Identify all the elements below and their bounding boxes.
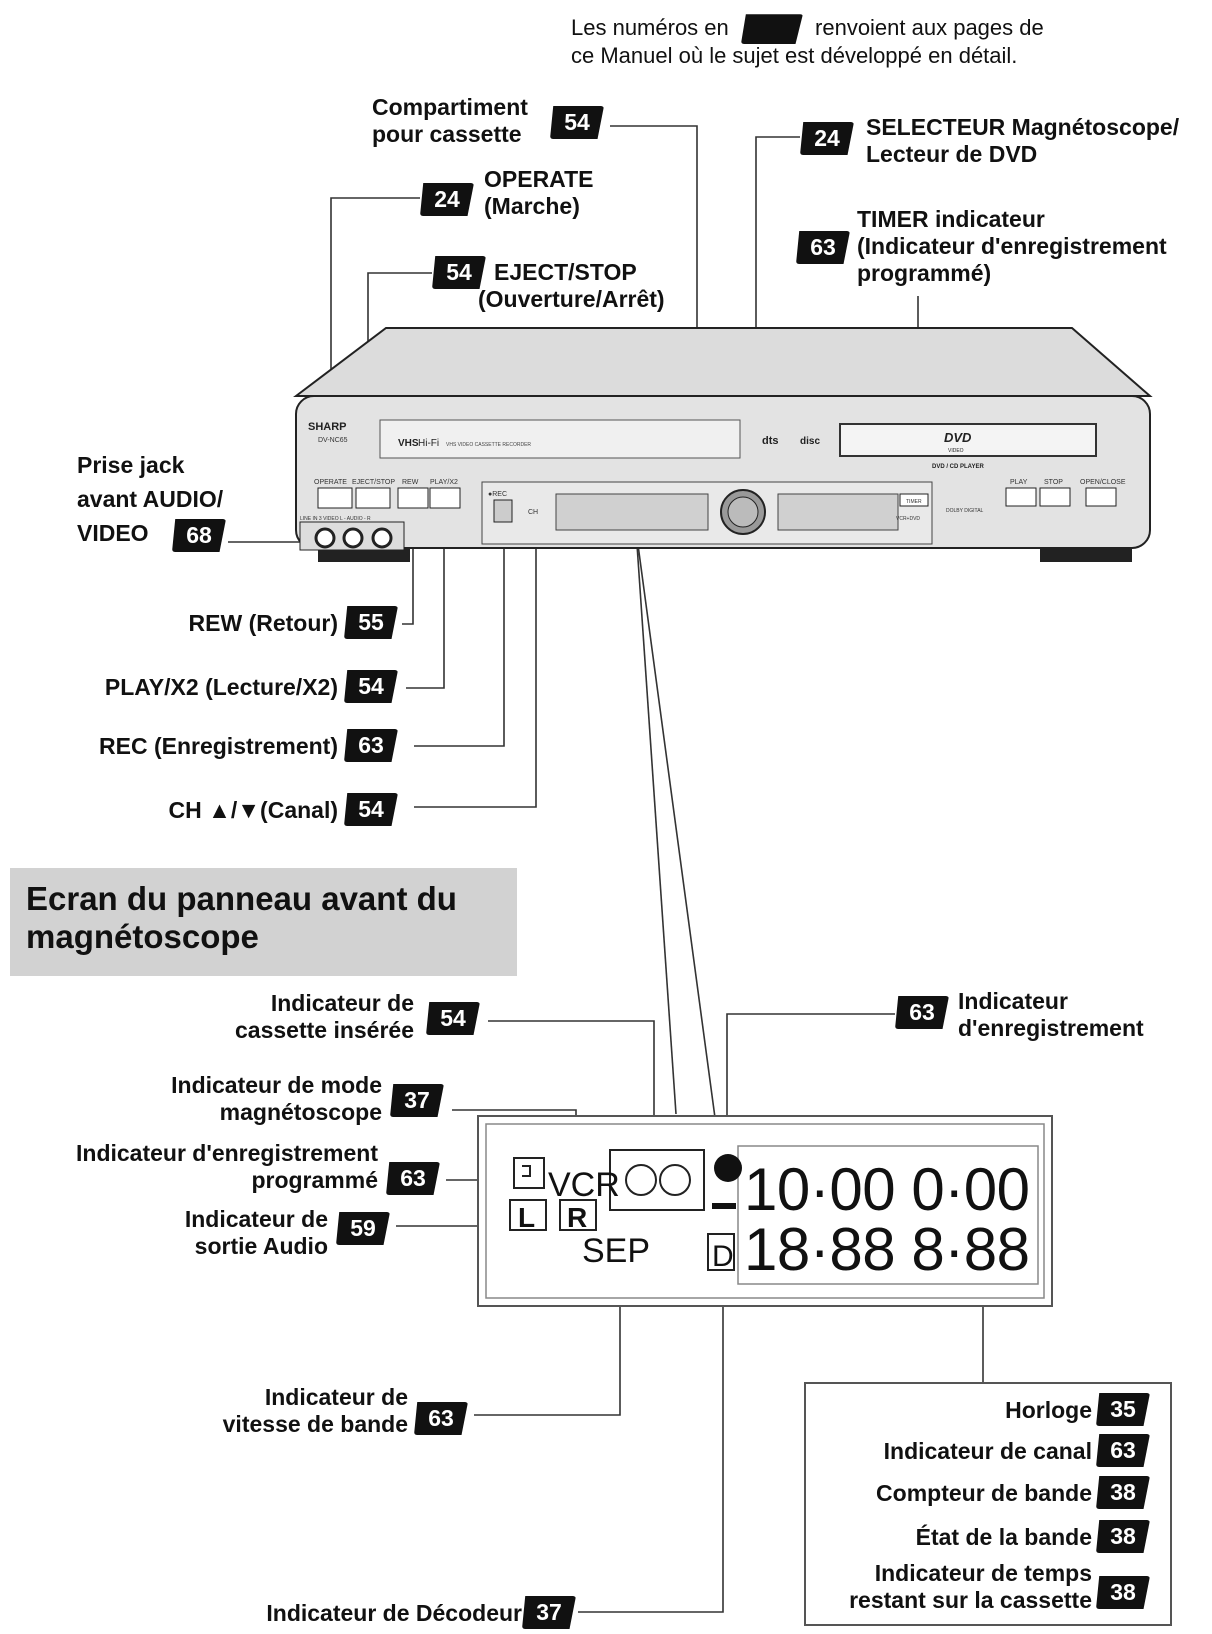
page-badge: 63 xyxy=(1096,1434,1150,1467)
callout-ch: CH ▲/▼(Canal) xyxy=(168,797,338,823)
legend-item-compteur: Compteur de bande xyxy=(876,1480,1092,1506)
play-btn-label: PLAY/X2 xyxy=(430,479,458,486)
page-badge: 68 xyxy=(172,519,226,552)
callout-decodeur: Indicateur de Décodeur xyxy=(266,1600,522,1626)
dts-logo: dts xyxy=(762,435,779,447)
page-badge: 63 xyxy=(414,1402,468,1435)
page-badge: 35 xyxy=(1096,1393,1150,1426)
decoder-indicator: D xyxy=(712,1240,734,1273)
device-model: DV-NC65 xyxy=(318,437,348,444)
page-badge: 59 xyxy=(336,1212,390,1245)
open-close-label: OPEN/CLOSE xyxy=(1080,479,1126,486)
legend-item-etat: État de la bande xyxy=(915,1524,1092,1550)
note-text-a: Les numéros en xyxy=(571,15,729,40)
device-body: SHARP DV-NC65 VHS Hi-Fi VHS VIDEO CASSET… xyxy=(293,327,1153,562)
jack-label: LINE IN 3 VIDEO L - AUDIO - R xyxy=(300,516,371,522)
page-badge: 63 xyxy=(796,231,850,264)
page-badge: 54 xyxy=(344,793,398,826)
dvd-player-text: DVD / CD PLAYER xyxy=(932,464,984,470)
callout-eject: EJECT/STOP(Ouverture/Arrêt) xyxy=(478,259,665,312)
legend-item-horloge: Horloge xyxy=(1005,1397,1092,1423)
play-dvd-label: PLAY xyxy=(1010,479,1028,486)
display-legend-box xyxy=(804,1382,1172,1626)
sep-indicator: SEP xyxy=(582,1232,650,1270)
note-line1: Les numéros en renvoient aux pages de xyxy=(571,14,1044,45)
note-badge-sample xyxy=(740,14,803,45)
dvd-logo: DVD xyxy=(944,430,972,445)
callout-rew: REW (Retour) xyxy=(188,610,338,636)
callout-selecteur: SELECTEUR Magnétoscope/Lecteur de DVD xyxy=(866,114,1180,167)
page-badge: 38 xyxy=(1096,1576,1150,1609)
legend-item-canal: Indicateur de canal xyxy=(883,1438,1092,1464)
note-text-b: renvoient aux pages de xyxy=(815,15,1044,40)
page-badge: 54 xyxy=(426,1002,480,1035)
page-badge: 37 xyxy=(390,1084,444,1117)
vcr-display-panel: VCR L R SEP D 10·00 0·00 18·88 8·88 xyxy=(477,1115,1053,1307)
timer-label: TIMER xyxy=(906,499,922,505)
rew-btn-label: REW xyxy=(402,479,419,486)
page-badge: 24 xyxy=(420,183,474,216)
device-brand: SHARP xyxy=(308,421,347,433)
vcr-indicator: VCR xyxy=(548,1166,620,1204)
page-badge: 54 xyxy=(432,256,486,289)
page-badge: 63 xyxy=(895,996,949,1029)
page-badge: 37 xyxy=(522,1596,576,1629)
ch-btn-label: CH xyxy=(528,509,538,516)
digits-top: 10·00 0·00 xyxy=(744,1156,1030,1223)
note-line2: ce Manuel où le sujet est développé en d… xyxy=(571,43,1018,68)
page-badge: 38 xyxy=(1096,1520,1150,1553)
dolby-label: DOLBY DIGITAL xyxy=(946,508,984,514)
eject-btn-label: EJECT/STOP xyxy=(352,479,395,486)
digits-bottom: 18·88 8·88 xyxy=(744,1216,1030,1283)
rec-btn-label: ●REC xyxy=(488,491,507,498)
callout-play: PLAY/X2 (Lecture/X2) xyxy=(104,674,338,700)
dvd-sub: VIDEO xyxy=(948,448,964,454)
vcr-dvd-label: VCR+DVD xyxy=(896,516,920,522)
page-badge: 63 xyxy=(386,1162,440,1195)
hifi-logo: Hi-Fi xyxy=(418,438,439,449)
page-badge: 54 xyxy=(344,670,398,703)
callout-operate: OPERATE(Marche) xyxy=(484,166,594,219)
page-badge: 55 xyxy=(344,606,398,639)
operate-btn-label: OPERATE xyxy=(314,479,347,486)
audio-l-indicator: L xyxy=(518,1202,535,1233)
vcr-text: VHS VIDEO CASSETTE RECORDER xyxy=(446,442,531,448)
callout-timer: TIMER indicateur(Indicateur d'enregistre… xyxy=(857,206,1167,286)
page-badge: 24 xyxy=(800,122,854,155)
page-badge: 54 xyxy=(550,106,604,139)
callout-rec: REC (Enregistrement) xyxy=(99,733,338,759)
compact-disc-logo: disc xyxy=(800,436,820,447)
page-badge: 38 xyxy=(1096,1476,1150,1509)
page-badge: 63 xyxy=(344,729,398,762)
stop-dvd-label: STOP xyxy=(1044,479,1063,486)
audio-r-indicator: R xyxy=(567,1202,587,1233)
vhs-logo: VHS xyxy=(398,438,419,449)
